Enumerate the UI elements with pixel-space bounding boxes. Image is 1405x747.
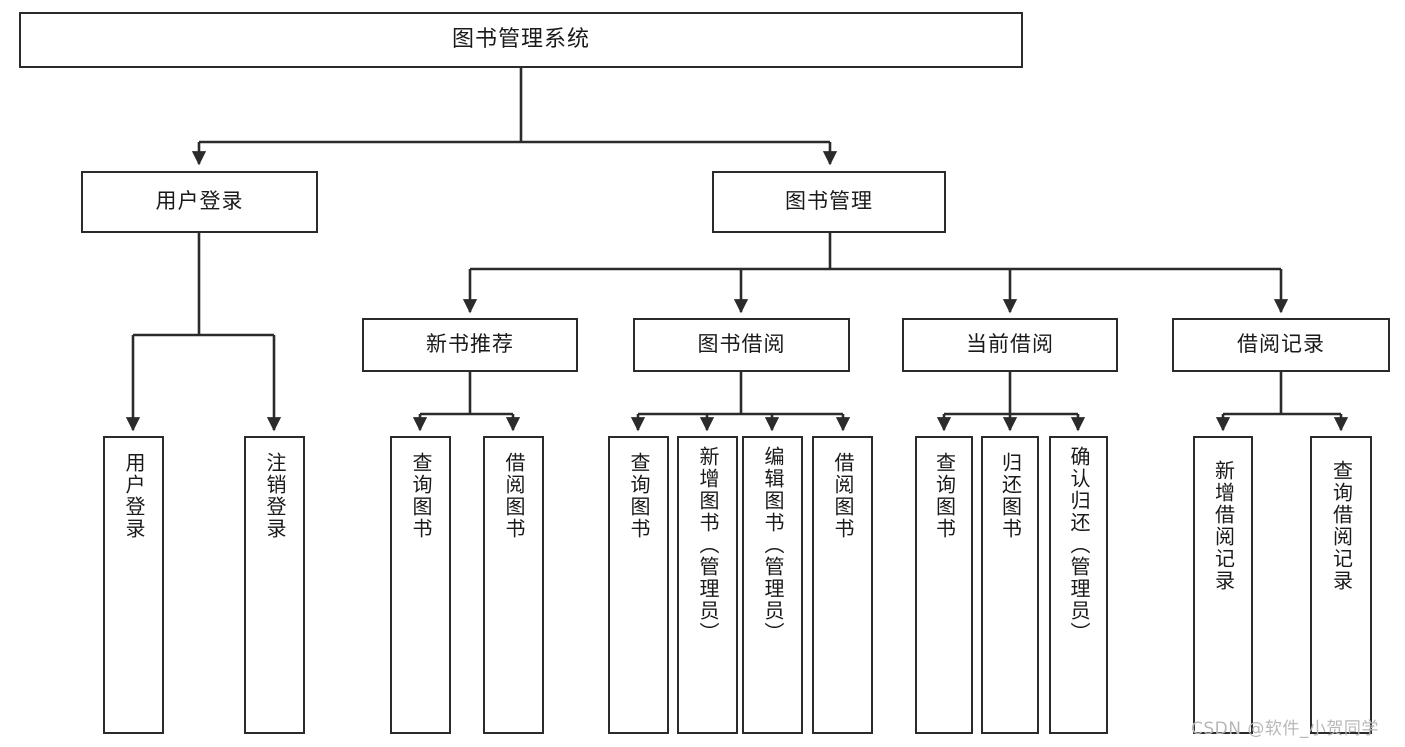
node-book-manage-label: 图书管理: [785, 189, 873, 214]
node-current-borrow[interactable]: 当前借阅: [902, 318, 1118, 372]
node-leaf-return-book-label: 归还图书: [998, 452, 1023, 540]
node-new-book-rec[interactable]: 新书推荐: [362, 318, 578, 372]
node-root[interactable]: 图书管理系统: [19, 12, 1023, 68]
node-new-book-rec-label: 新书推荐: [426, 332, 514, 357]
node-leaf-query-record-label: 查询借阅记录: [1329, 460, 1354, 592]
node-leaf-edit-book[interactable]: 编辑图书（管理员）: [742, 436, 803, 734]
node-leaf-add-record-label: 新增借阅记录: [1211, 460, 1236, 592]
node-leaf-query-record[interactable]: 查询借阅记录: [1310, 436, 1372, 734]
node-borrow-record[interactable]: 借阅记录: [1172, 318, 1390, 372]
node-leaf-query-book-2[interactable]: 查询图书: [608, 436, 669, 734]
node-book-borrow[interactable]: 图书借阅: [633, 318, 850, 372]
node-leaf-borrow-book-2[interactable]: 借阅图书: [812, 436, 873, 734]
node-leaf-add-book-label: 新增图书（管理员）: [696, 446, 720, 644]
node-leaf-return-book[interactable]: 归还图书: [981, 436, 1039, 734]
node-leaf-logout[interactable]: 注销登录: [244, 436, 305, 734]
node-leaf-borrow-book-1-label: 借阅图书: [502, 452, 526, 540]
node-user-login-label: 用户登录: [155, 189, 244, 214]
node-user-login[interactable]: 用户登录: [81, 171, 318, 233]
node-leaf-query-book-1[interactable]: 查询图书: [390, 436, 451, 734]
csdn-watermark: CSDN @软件_小贺同学: [1191, 719, 1379, 739]
node-leaf-borrow-book-2-label: 借阅图书: [831, 452, 855, 540]
node-current-borrow-label: 当前借阅: [966, 332, 1054, 357]
node-borrow-record-label: 借阅记录: [1237, 332, 1325, 357]
node-leaf-query-book-2-label: 查询图书: [627, 452, 651, 540]
node-leaf-query-book-3[interactable]: 查询图书: [915, 436, 973, 734]
node-book-manage[interactable]: 图书管理: [712, 171, 946, 233]
node-book-borrow-label: 图书借阅: [697, 332, 786, 357]
node-leaf-logout-label: 注销登录: [263, 452, 287, 540]
node-leaf-query-book-1-label: 查询图书: [409, 452, 433, 540]
node-leaf-add-book[interactable]: 新增图书（管理员）: [677, 436, 738, 734]
node-leaf-confirm-return[interactable]: 确认归还（管理员）: [1049, 436, 1108, 734]
node-leaf-confirm-return-label: 确认归还（管理员）: [1067, 446, 1091, 644]
node-leaf-add-record[interactable]: 新增借阅记录: [1193, 436, 1253, 734]
node-leaf-query-book-3-label: 查询图书: [932, 452, 957, 540]
node-leaf-borrow-book-1[interactable]: 借阅图书: [483, 436, 544, 734]
node-leaf-user-login[interactable]: 用户登录: [103, 436, 164, 734]
node-leaf-user-login-label: 用户登录: [122, 452, 146, 540]
node-leaf-edit-book-label: 编辑图书（管理员）: [761, 446, 785, 644]
node-root-label: 图书管理系统: [451, 26, 590, 52]
